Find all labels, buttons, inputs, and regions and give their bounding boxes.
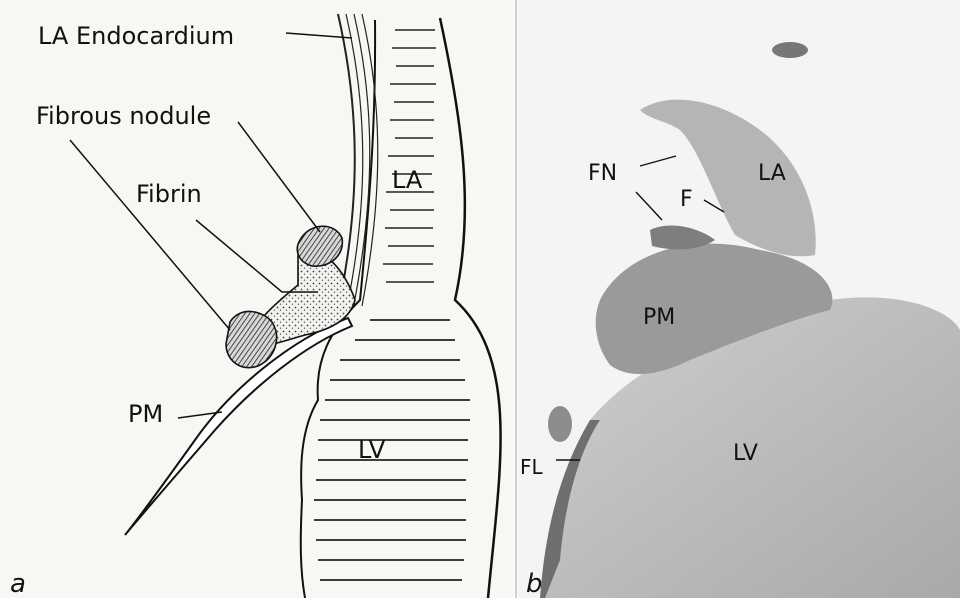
label-la-b: LA [758, 161, 786, 186]
debris-fragment [772, 42, 808, 58]
panel-b: FN F LA PM FL LV b [518, 0, 960, 598]
panel-letter-b: b [526, 569, 543, 598]
label-fn: FN [588, 161, 617, 186]
label-fibrous-nodule: Fibrous nodule [36, 102, 211, 130]
label-pm: PM [128, 400, 163, 428]
label-la: LA [392, 166, 423, 194]
panel-a: LA Endocardium Fibrous nodule Fibrin LA … [0, 0, 514, 598]
label-fl: FL [520, 455, 544, 479]
label-fibrin: Fibrin [136, 180, 202, 208]
label-lv: LV [358, 436, 386, 464]
detached-fragment [548, 406, 572, 442]
label-f: F [680, 187, 693, 212]
label-lv-b: LV [733, 441, 758, 466]
label-pm-b: PM [643, 305, 675, 330]
panel-letter-a: a [10, 569, 26, 598]
label-la-endocardium: LA Endocardium [38, 22, 234, 50]
